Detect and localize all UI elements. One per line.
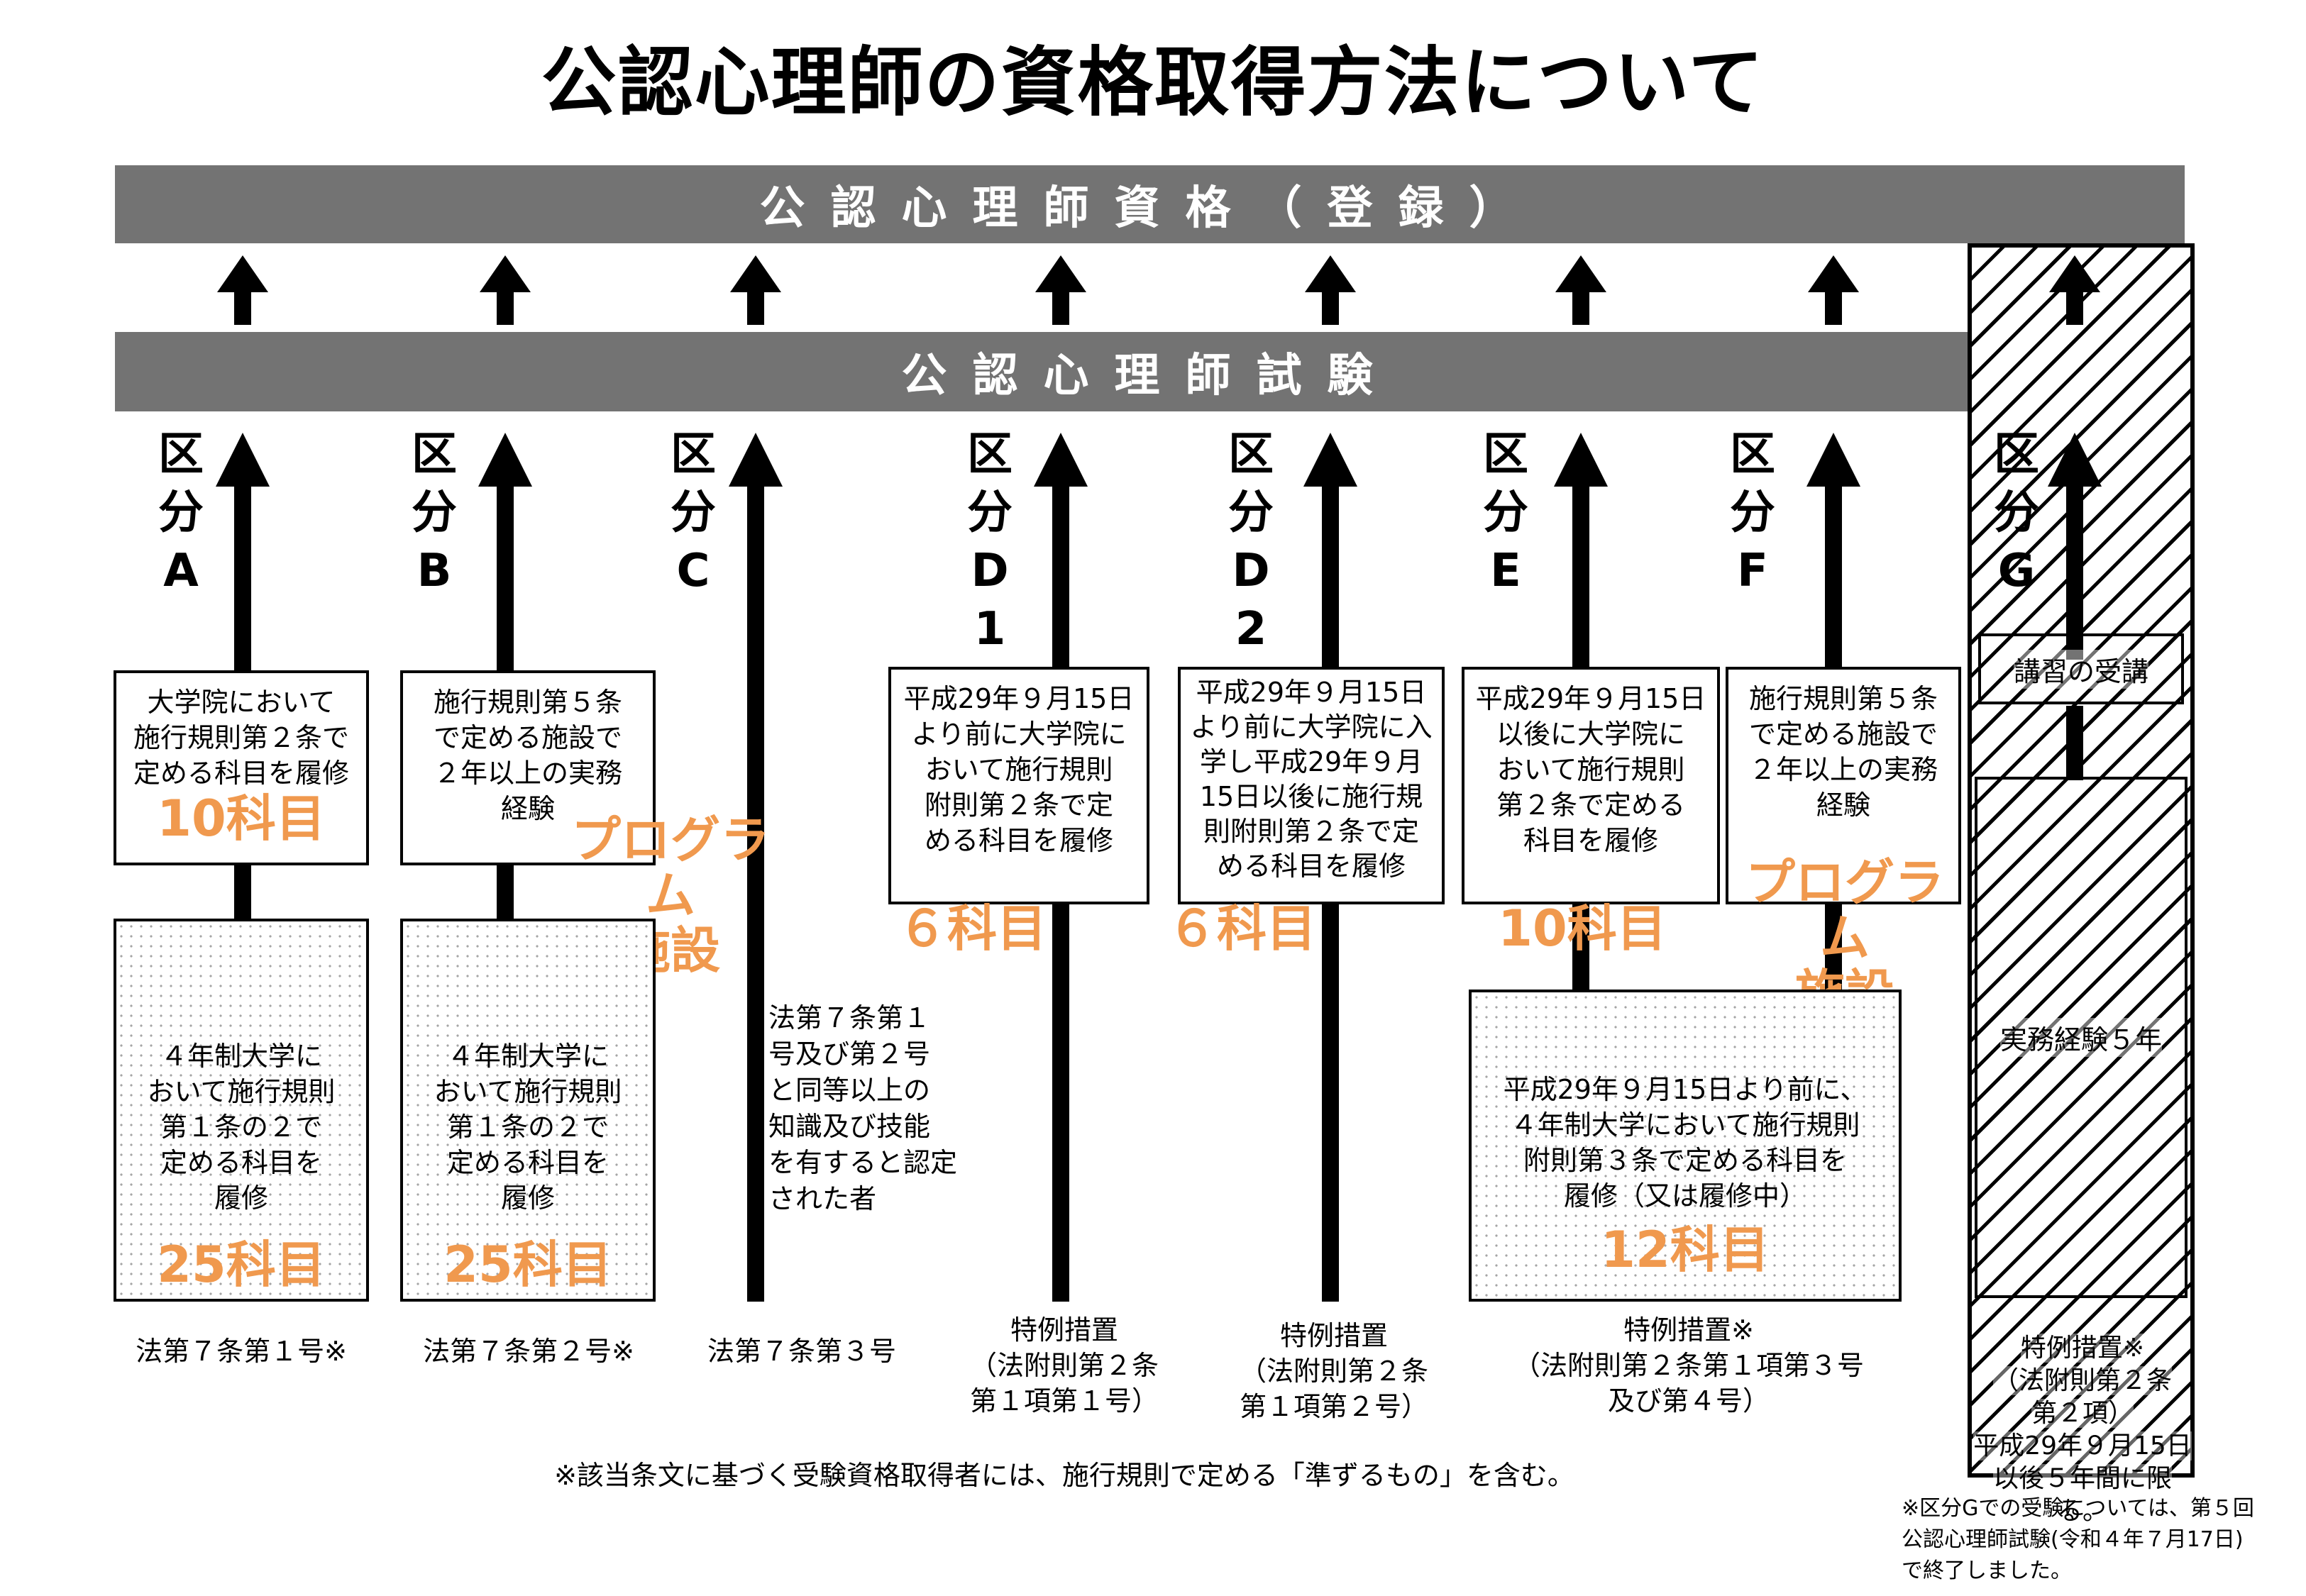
category-d1-box: 平成29年９月15日 より前に大学院に おいて施行規則 附則第２条で定 める科目… xyxy=(888,667,1149,904)
category-f-box: 施行規則第５条 で定める施設で ２年以上の実務 経験 xyxy=(1726,667,1961,904)
arrow-g-main xyxy=(2048,433,2102,660)
connector-a xyxy=(234,862,251,919)
category-a-undergrad-box: ４年制大学に おいて施行規則 第１条の２で 定める科目を 履修 25科目 xyxy=(114,919,369,1302)
footer-a: 法第７条第１号※ xyxy=(136,1336,347,1367)
category-ef-undergrad-box: 平成29年９月15日より前に、 ４年制大学において施行規則 附則第３条で定める科… xyxy=(1469,990,1902,1302)
category-b-undergrad-box: ４年制大学に おいて施行規則 第１条の２で 定める科目を 履修 25科目 xyxy=(400,919,656,1302)
footnote-main: ※該当条文に基づく受験資格取得者には、施行規則で定める「準ずるもの」を含む。 xyxy=(554,1460,1574,1491)
connector-g xyxy=(2066,706,2083,780)
category-ef-undergrad-count: 12科目 xyxy=(1601,1221,1770,1279)
footer-b: 法第７条第２号※ xyxy=(423,1336,634,1367)
category-ef-undergrad-text: 平成29年９月15日より前に、 ４年制大学において施行規則 附則第３条で定める科… xyxy=(1503,1074,1868,1212)
category-a-graduate-box: 大学院において 施行規則第２条で 定める科目を履修 10科目 xyxy=(114,670,369,865)
footer-c: 法第７条第３号 xyxy=(707,1336,896,1367)
qualification-band: 公認心理師資格（登録） xyxy=(115,165,2185,243)
exam-band: 公認心理師試験 xyxy=(115,332,2185,411)
category-c-text: 法第７条第１ 号及び第２号 と同等以上の 知識及び技能 を有すると認定 された者 xyxy=(768,1002,958,1214)
footer-g: 特例措置※ （法附則第２条 第２項） 平成29年９月15日 以後５年間に限る。 xyxy=(1973,1334,2192,1526)
arrow-a-top xyxy=(217,255,268,325)
category-b-undergrad-count: 25科目 xyxy=(443,1236,612,1294)
category-e-text: 平成29年９月15日 以後に大学院に おいて施行規則 第２条で定める 科目を履修 xyxy=(1475,683,1706,856)
page-title: 公認心理師の資格取得方法について xyxy=(541,39,1765,126)
arrow-b-main xyxy=(478,433,532,674)
category-b-work-box: 施行規則第５条 で定める施設で ２年以上の実務 経験 xyxy=(400,670,656,865)
arrow-d1-top xyxy=(1035,255,1086,325)
arrow-c-main xyxy=(729,433,783,1302)
footnote-g: ※区分Gでの受験については、第５回 公認心理師試験(令和４年７月17日) で終了… xyxy=(1902,1496,2254,1583)
footer-e: 特例措置※ （法附則第２条第１項第３号 及び第４号） xyxy=(1513,1314,1864,1417)
category-e-box: 平成29年９月15日 以後に大学院に おいて施行規則 第２条で定める 科目を履修 xyxy=(1462,667,1720,904)
category-b-undergrad-text: ４年制大学に おいて施行規則 第１条の２で 定める科目を 履修 xyxy=(434,1041,622,1214)
category-a-undergrad-count: 25科目 xyxy=(157,1236,326,1294)
category-d2-text: 平成29年９月15日 より前に大学院に入 学し平成29年９月 15日以後に施行規… xyxy=(1190,677,1433,882)
category-d2-box: 平成29年９月15日 より前に大学院に入 学し平成29年９月 15日以後に施行規… xyxy=(1178,667,1445,904)
category-f-text: 施行規則第５条 で定める施設で ２年以上の実務 経験 xyxy=(1748,683,1938,821)
category-g-course-box: 講習の受講 xyxy=(1978,633,2184,704)
arrow-b-top xyxy=(480,255,531,325)
footer-d1: 特例措置 （法附則第２条 第１項第１号） xyxy=(969,1314,1159,1417)
category-g-work-box: 実務経験５年 xyxy=(1975,777,2188,1298)
arrow-c-top xyxy=(730,255,781,325)
category-a-graduate-count: 10科目 xyxy=(157,789,326,848)
footer-d2: 特例措置 （法附則第２条 第１項第２号） xyxy=(1239,1320,1428,1422)
arrow-a-main xyxy=(216,433,270,674)
category-g-work-text: 実務経験５年 xyxy=(1999,1018,2162,1057)
category-a-graduate-text: 大学院において 施行規則第２条で 定める科目を履修 xyxy=(133,687,349,789)
arrow-f-top xyxy=(1808,255,1859,325)
category-d1-text: 平成29年９月15日 より前に大学院に おいて施行規則 附則第２条で定 める科目… xyxy=(903,683,1135,856)
category-a-undergrad-text: ４年制大学に おいて施行規則 第１条の２で 定める科目を 履修 xyxy=(147,1041,336,1214)
arrow-d2-top xyxy=(1305,255,1356,325)
category-d1-count: ６科目 xyxy=(898,899,1047,958)
arrow-g-top xyxy=(2049,255,2100,325)
category-g-course-text: 講習の受講 xyxy=(2013,649,2148,689)
category-e-count: 10科目 xyxy=(1498,899,1667,958)
category-b-work-text: 施行規則第５条 で定める施設で ２年以上の実務 経験 xyxy=(433,687,622,824)
arrow-e-top xyxy=(1555,255,1606,325)
connector-b xyxy=(497,862,514,919)
category-d2-count: ６科目 xyxy=(1167,899,1316,958)
